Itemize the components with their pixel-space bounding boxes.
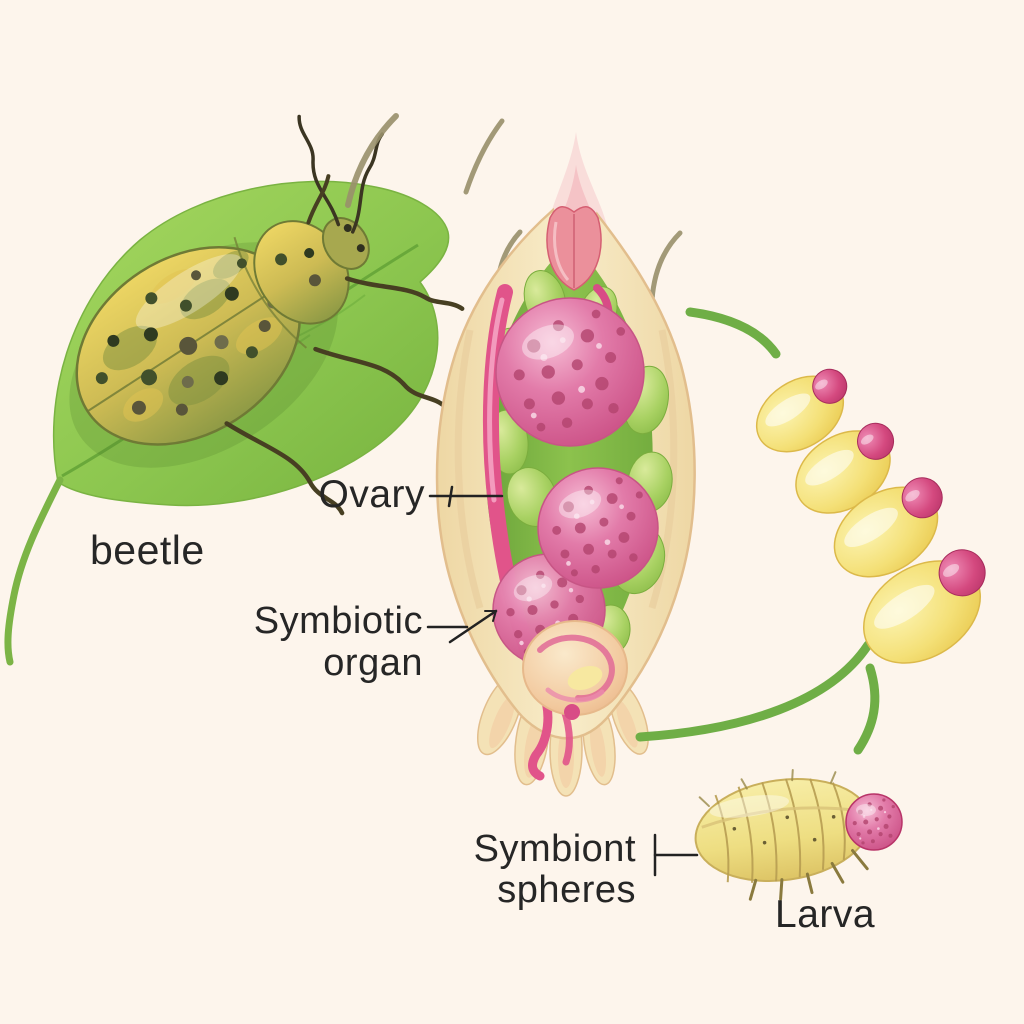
symbiotic-organ-shape [522,620,628,720]
arrow-ovary-to-eggs [685,307,776,354]
larva-symbiont-sphere [845,793,903,851]
label-connectors [426,485,699,877]
beetle-spots [95,258,305,416]
egg-4 [863,549,986,664]
egg-2 [795,422,895,514]
beetle-illustration [69,114,465,516]
symbiont-spheres-label-line1: Symbiont [473,828,636,870]
ovary-label: Ovary [318,473,425,516]
arrow-eggs-to-organ [640,640,873,737]
beetle-legs [224,174,465,516]
symbiont-sphere-middle [537,467,659,589]
symbiotic-organ-label-line2: organ [323,642,423,684]
ovary-cross-section [435,132,696,797]
arrow-eggs-to-larva [858,663,875,750]
symbiont-spheres-label: Symbiont spheres [465,829,636,911]
egg-1 [755,368,848,453]
beetle-head [321,217,370,270]
egg-3 [833,477,943,578]
egg-row [755,368,986,664]
beetle-antennae [297,114,384,234]
symbiotic-organ-label-line1: Symbiotic [253,600,423,642]
leaf-stem [4,476,64,666]
symbiotic-organ-label: Symbiotic organ [235,600,423,684]
larva-illustration [694,769,903,901]
larva-legs [748,849,869,901]
beetle-label: beetle [90,527,205,573]
symbiont-spheres-label-line2: spheres [497,869,636,911]
symbiont-sphere-top [495,297,645,447]
cycle-arrows [640,307,875,750]
larva-label: Larva [775,893,876,936]
